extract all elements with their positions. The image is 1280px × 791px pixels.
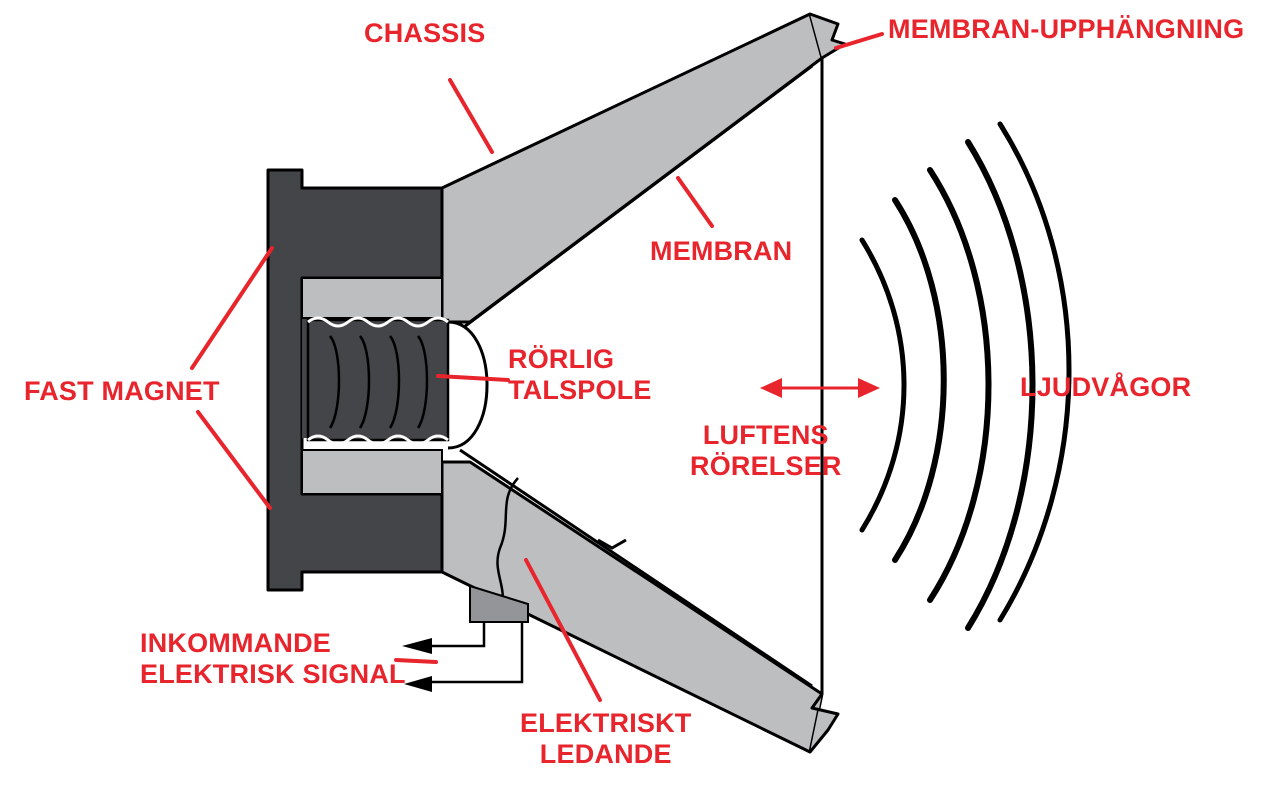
voice-coil-windings [328, 335, 429, 429]
pointer-membrane [676, 176, 714, 228]
voice-coil-bottom-edge [307, 434, 449, 446]
signal-wire-1 [432, 622, 486, 648]
label-voice-coil-line2: TALSPOLE [508, 375, 652, 405]
pointer-magnet-top [190, 246, 274, 370]
label-membrane: MEMBRAN [650, 236, 793, 266]
label-pointers [190, 32, 884, 702]
pointer-conductor [524, 558, 602, 702]
label-conductor-line1: ELEKTRISKT [520, 708, 692, 738]
chassis-upper-arm [440, 12, 824, 324]
signal-wire-2 [432, 622, 524, 684]
label-signal-line1: INKOMMANDE [140, 628, 331, 658]
gap-upper [301, 277, 443, 319]
air-motion-arrow [760, 378, 880, 398]
label-voice-coil: RÖRLIG TALSPOLE [508, 344, 652, 406]
conductor-wire [496, 477, 519, 605]
gap-lower [301, 449, 443, 495]
label-signal: INKOMMANDE ELEKTRISK SIGNAL [140, 628, 406, 690]
label-membrane-suspension: MEMBRAN-UPPHÄNGNING [888, 14, 1245, 44]
signal-lead-tip-2 [404, 676, 432, 692]
label-air-motion-line1: LUFTENS [702, 420, 829, 450]
label-conductor: ELEKTRISKT LEDANDE [520, 708, 692, 770]
label-conductor-line2: LEDANDE [539, 739, 672, 769]
label-sound-waves: LJUDVÅGOR [1020, 372, 1192, 402]
label-air-motion: LUFTENS RÖRELSER [690, 420, 842, 482]
pointer-signal [394, 658, 438, 664]
pointer-magnet-bottom [196, 410, 272, 510]
label-voice-coil-line1: RÖRLIG [508, 344, 615, 374]
conductor-crossing-mark [597, 538, 627, 550]
label-fixed-magnet: FAST MAGNET [24, 376, 220, 406]
label-air-motion-line2: RÖRELSER [690, 451, 842, 481]
connector-box [469, 584, 529, 623]
pointer-suspension [834, 32, 884, 50]
pointer-chassis [448, 78, 494, 154]
membrane-inner-top [459, 64, 813, 332]
label-signal-line2: ELEKTRISK SIGNAL [140, 659, 406, 689]
membrane-suspension-bottom [808, 693, 840, 753]
signal-lead-tip-1 [402, 638, 432, 654]
voice-coil-top-edge [307, 316, 449, 328]
sound-waves [859, 121, 1072, 631]
membrane-inner-bottom [459, 448, 813, 688]
label-chassis: CHASSIS [364, 18, 486, 48]
pointer-coil [436, 374, 510, 382]
dust-cap [447, 320, 489, 450]
